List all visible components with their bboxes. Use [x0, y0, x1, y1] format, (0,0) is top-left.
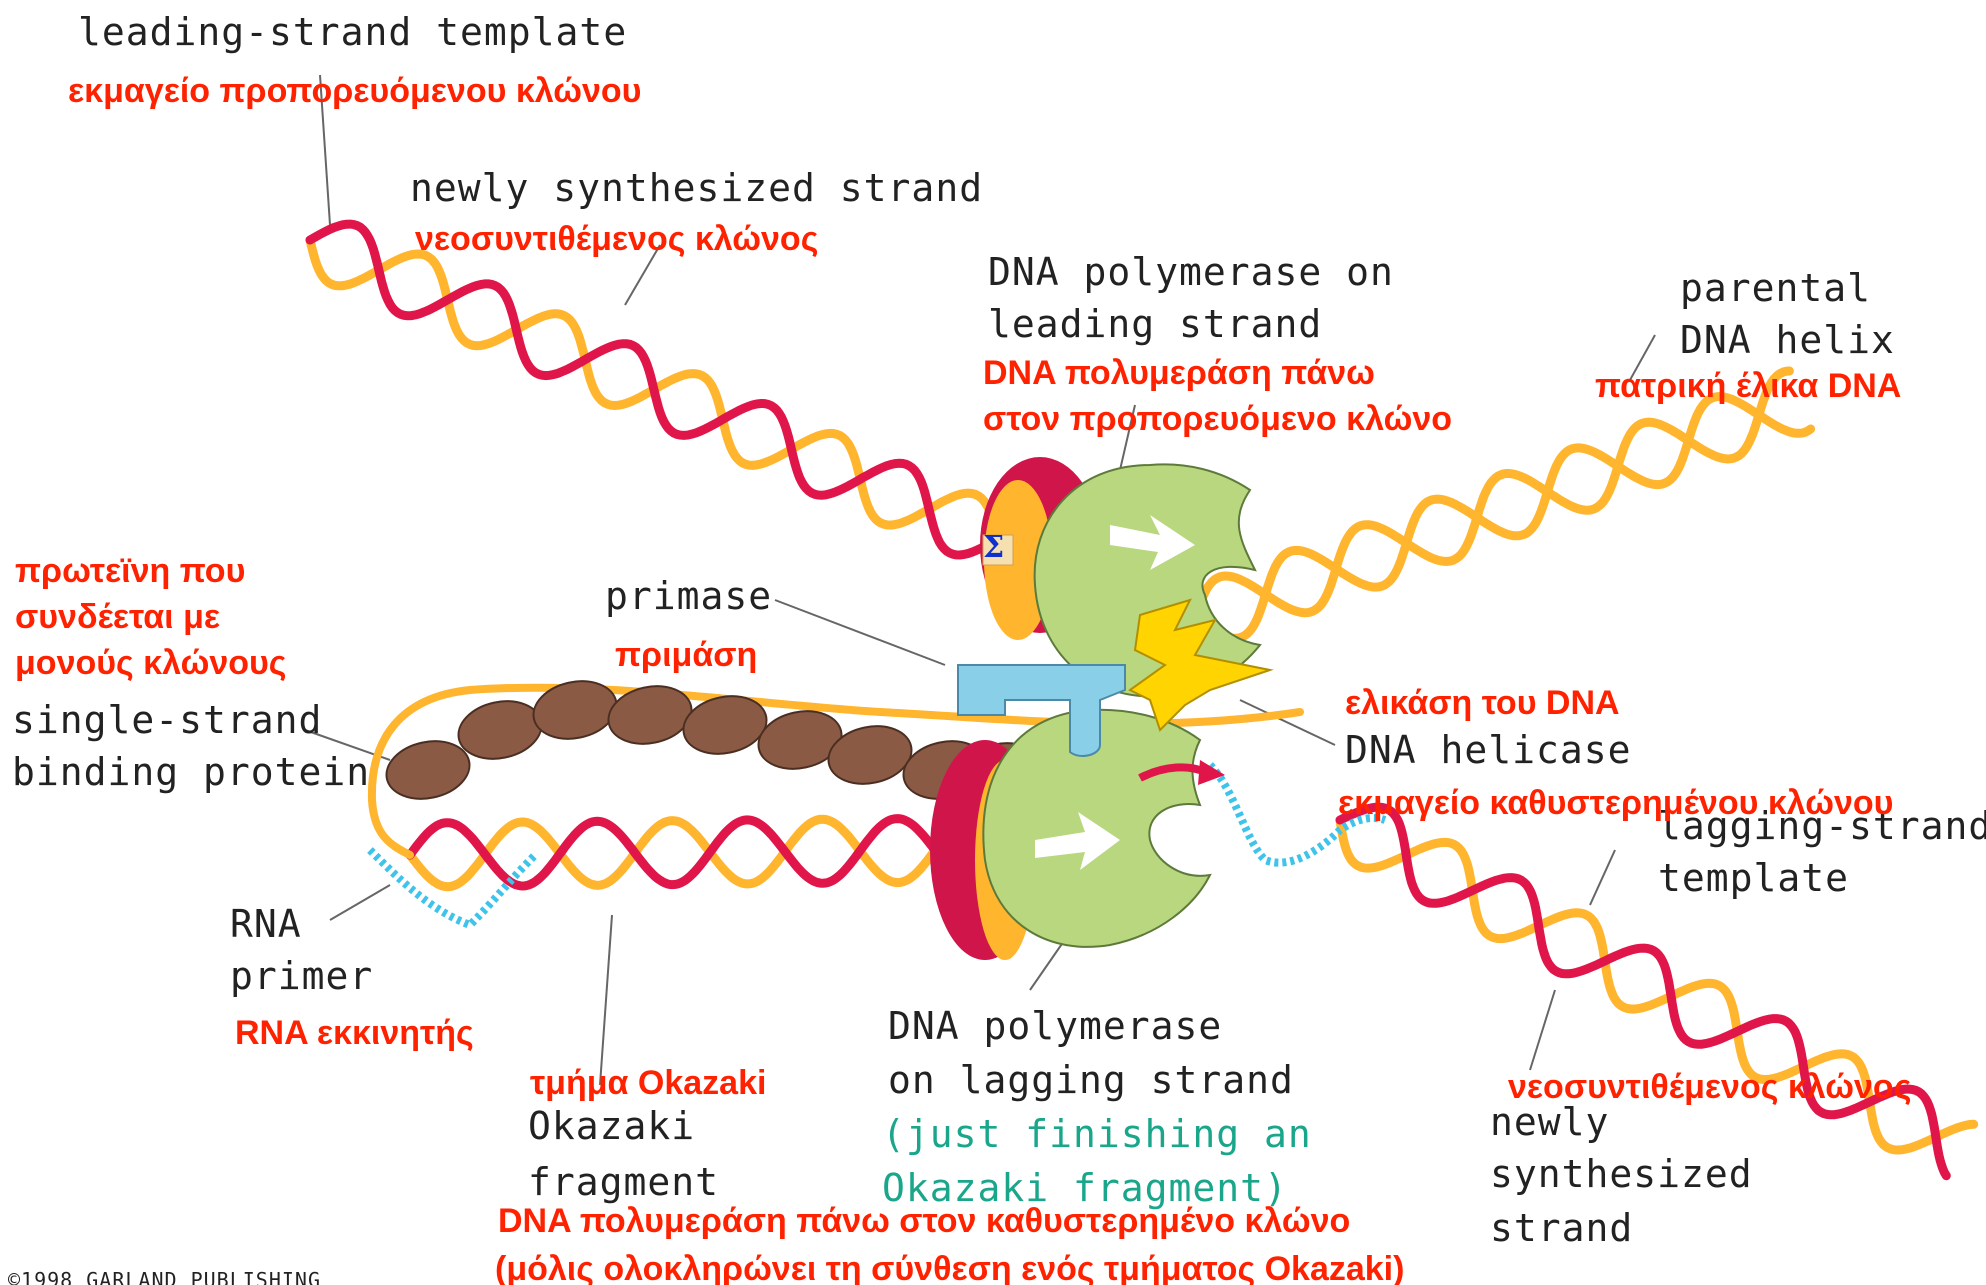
label-okazaki-en-1: Okazaki: [528, 1100, 695, 1152]
label-rna-primer-gr: RNA εκκινητής: [235, 1010, 474, 1056]
sigma-symbol: Σ: [983, 530, 1004, 565]
label-parental-en-2: DNA helix: [1680, 314, 1895, 366]
label-new-strand-top-en: newly synthesized strand: [410, 162, 983, 214]
copyright-text: ©1998 GARLAND PUBLISHING: [8, 1268, 321, 1285]
label-ssb-en-1: single-strand: [12, 694, 322, 746]
label-new-strand-bottom-en-3: strand: [1490, 1202, 1633, 1254]
label-parental-gr: πατρική έλικα DNA: [1595, 363, 1901, 409]
label-rna-primer-en-1: RNA: [230, 898, 302, 950]
label-helicase-gr: ελικάση του DNA: [1345, 680, 1620, 726]
leader-helicase: [1240, 700, 1335, 745]
leader-primase: [775, 600, 945, 665]
leader-lagging-template: [1590, 850, 1615, 905]
label-ssb-gr-2: συνδέεται με: [15, 594, 220, 640]
label-helicase-en: DNA helicase: [1345, 724, 1632, 776]
leader-rna-primer: [330, 885, 390, 920]
label-ssb-en-2: binding protein: [12, 746, 370, 798]
label-ssb-gr-3: μονούς κλώνους: [15, 640, 287, 686]
label-primase-gr: πριμάση: [615, 632, 757, 678]
label-pol-leading-gr-1: DNA πολυμεράση πάνω: [983, 350, 1375, 396]
label-lagging-template-gr: εκμαγείο καθυστερημένου κλώνου: [1338, 780, 1893, 826]
lagging-strand-helix: [1340, 807, 1974, 1176]
label-pol-leading-en-1: DNA polymerase on: [988, 246, 1394, 298]
label-pol-lagging-note-1: (just finishing an: [882, 1108, 1312, 1160]
label-pol-leading-gr-2: στον προπορευόμενο κλώνο: [983, 396, 1452, 442]
leader-new-strand-bottom: [1530, 990, 1555, 1070]
label-primase-en: primase: [605, 570, 772, 622]
label-pol-lagging-en-1: DNA polymerase: [888, 1000, 1222, 1052]
label-new-strand-top-gr: νεοσυντιθέμενος κλώνος: [415, 216, 818, 262]
label-pol-leading-en-2: leading strand: [988, 298, 1322, 350]
okazaki-helix: [410, 819, 960, 887]
label-new-strand-bottom-en-2: synthesized: [1490, 1148, 1753, 1200]
label-ssb-gr-1: πρωτεϊνη που: [15, 548, 245, 594]
label-lagging-template-en-2: template: [1658, 852, 1849, 904]
label-pol-lagging-gr-2: (μόλις ολοκληρώνει τη σύνθεση ενός τμήμα…: [495, 1246, 1404, 1285]
label-parental-en-1: parental: [1680, 262, 1871, 314]
label-rna-primer-en-2: primer: [230, 950, 373, 1002]
leading-strand-helix: [310, 224, 1001, 555]
label-leading-template-en: leading-strand template: [78, 6, 627, 58]
upperHelix-strand-b: [310, 224, 1001, 555]
lowerRightHelix-strand-b: [1340, 807, 1946, 1176]
label-pol-lagging-gr-1: DNA πολυμεράση πάνω στον καθυστερημένο κ…: [498, 1198, 1350, 1244]
label-leading-template-gr: εκμαγείο προπορευόμενου κλώνου: [68, 68, 641, 114]
label-new-strand-bottom-en-1: newly: [1490, 1096, 1609, 1148]
label-pol-lagging-en-2: on lagging strand: [888, 1054, 1294, 1106]
